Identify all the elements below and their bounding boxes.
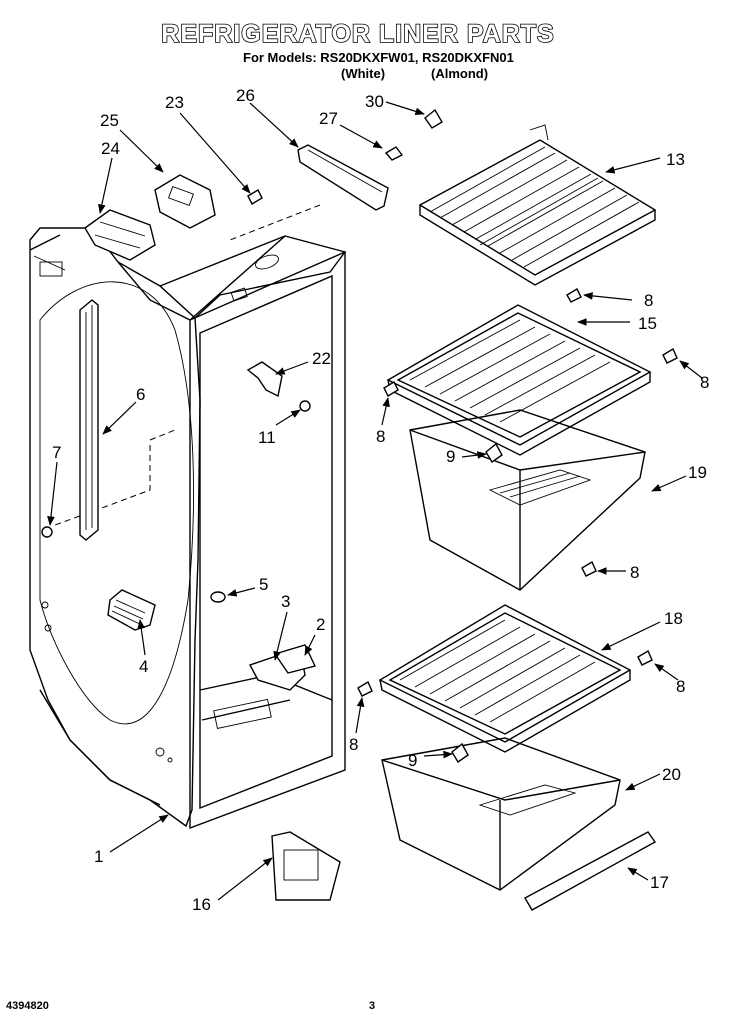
callout-9-a: 9	[446, 447, 455, 466]
variant-white: (White)	[341, 66, 386, 81]
callout-2: 2	[316, 615, 325, 634]
part-30-clip	[424, 108, 443, 129]
document-number: 4394820	[6, 1000, 49, 1012]
callout-24: 24	[101, 139, 120, 158]
part-22-bracket	[246, 361, 283, 398]
part-9-rollers	[451, 442, 503, 764]
callout-6: 6	[136, 385, 145, 404]
variant-almond: (Almond)	[431, 66, 489, 81]
callout-8-f: 8	[349, 735, 358, 754]
part-17-trim-strip	[524, 831, 657, 911]
callout-7: 7	[52, 443, 61, 462]
part-26-cover-strip	[297, 144, 389, 211]
part-16-cover	[271, 831, 341, 901]
callout-13: 13	[666, 150, 685, 169]
callout-9-b: 9	[408, 751, 417, 770]
callout-26: 26	[236, 86, 255, 105]
models-line: For Models: RS20DKXFW01, RS20DKXFN01	[243, 50, 514, 65]
part-7-screw	[41, 526, 53, 538]
callout-1: 1	[94, 847, 103, 866]
part-5-nut	[210, 591, 226, 603]
refrigerator-liner	[29, 204, 347, 830]
callout-27: 27	[319, 109, 338, 128]
callout-4: 4	[139, 657, 148, 676]
part-24-control-housing	[84, 209, 156, 261]
part-11-screw	[299, 400, 311, 412]
part-15-crisper-cover	[386, 304, 652, 456]
part-6-shelf-rail	[79, 299, 99, 541]
page-number: 3	[369, 1000, 376, 1012]
leader-lines	[47, 101, 703, 901]
part-25-bracket	[154, 174, 216, 229]
part-19-crisper-drawer	[409, 409, 646, 591]
callout-22: 22	[312, 349, 331, 368]
callout-18: 18	[664, 609, 683, 628]
callout-numbers: 1 2 3 4 5 6 7 8 8 8 8 8 8 9 9 11 13 15 1…	[52, 86, 709, 914]
callout-5: 5	[259, 575, 268, 594]
part-27-screw	[384, 146, 404, 161]
callout-20: 20	[662, 765, 681, 784]
page-title: REFRIGERATOR LINER PARTS	[160, 19, 555, 49]
callout-8-c: 8	[376, 427, 385, 446]
callout-15: 15	[638, 314, 657, 333]
part-4-vent	[107, 589, 156, 631]
part-8-supports	[357, 288, 678, 697]
callout-8-a: 8	[644, 291, 653, 310]
part-20-crisper-drawer	[381, 737, 621, 891]
callout-19: 19	[688, 463, 707, 482]
callout-16: 16	[192, 895, 211, 914]
callout-3: 3	[281, 592, 290, 611]
part-18-crisper-cover	[378, 604, 632, 753]
part-23-screw	[247, 189, 263, 205]
callout-8-b: 8	[700, 373, 709, 392]
callout-17: 17	[650, 873, 669, 892]
part-13-wire-shelf	[418, 124, 657, 286]
callout-8-d: 8	[630, 563, 639, 582]
callout-23: 23	[165, 93, 184, 112]
callout-25: 25	[100, 111, 119, 130]
callout-8-e: 8	[676, 677, 685, 696]
callout-11: 11	[258, 428, 276, 447]
callout-30: 30	[365, 92, 384, 111]
